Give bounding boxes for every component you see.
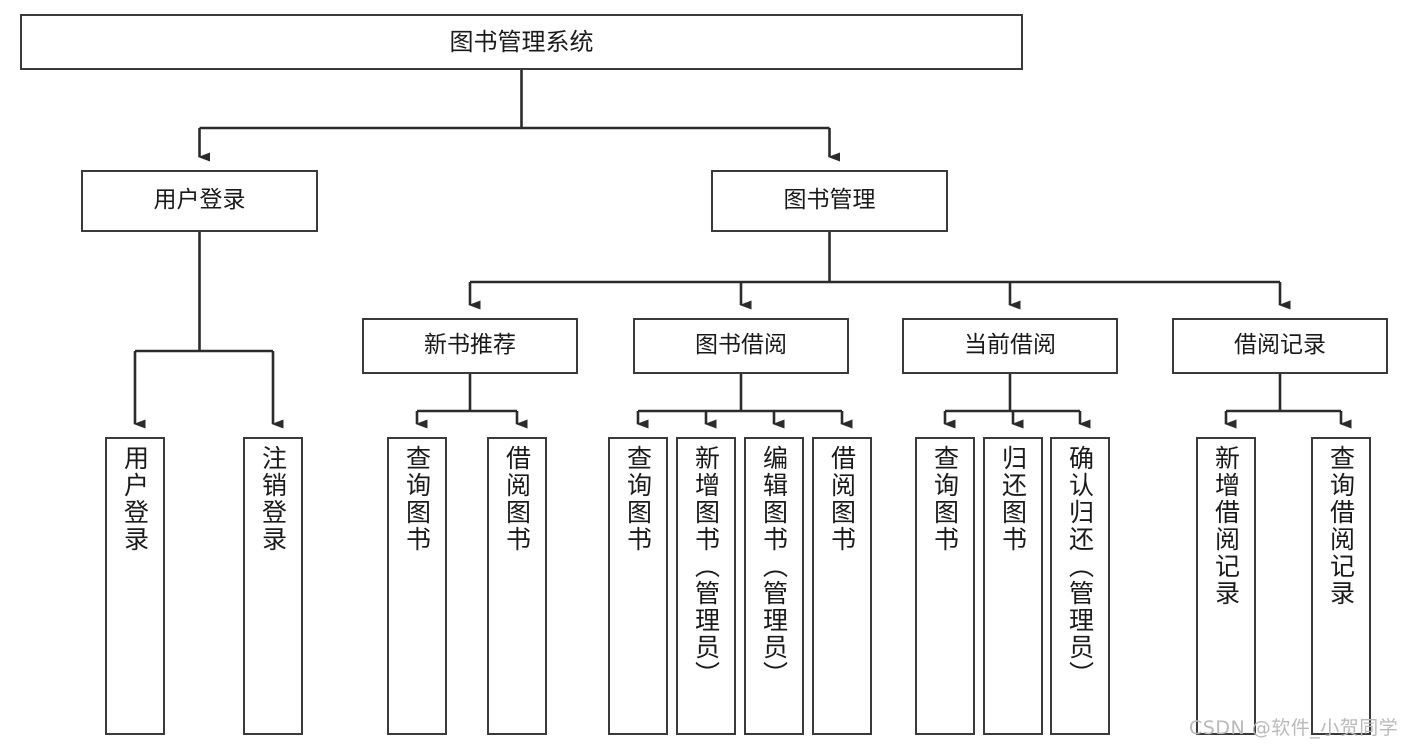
node-leaf-query-book-borrow[interactable]: 查询图书 — [608, 437, 668, 735]
node-label: 借阅图书 — [502, 445, 532, 553]
node-label: 查询借阅记录 — [1326, 445, 1356, 607]
node-book-manage[interactable]: 图书管理 — [711, 170, 948, 232]
node-leaf-confirm-return[interactable]: 确认归还（管理员） — [1050, 437, 1110, 735]
node-leaf-borrow-book-rec[interactable]: 借阅图书 — [487, 437, 547, 735]
node-label: 用户登录 — [120, 445, 150, 553]
node-borrow-record[interactable]: 借阅记录 — [1172, 318, 1388, 374]
node-leaf-borrow-book[interactable]: 借阅图书 — [812, 437, 872, 735]
node-leaf-user-login[interactable]: 用户登录 — [105, 437, 165, 735]
node-leaf-query-book-rec[interactable]: 查询图书 — [387, 437, 447, 735]
node-label: 借阅记录 — [1234, 332, 1326, 359]
node-label: 图书管理 — [783, 187, 876, 214]
node-label: 图书借阅 — [695, 332, 787, 359]
node-label: 归还图书 — [998, 445, 1028, 553]
node-leaf-query-record[interactable]: 查询借阅记录 — [1311, 437, 1371, 735]
watermark-text: CSDN @软件_小贺同学 — [1189, 717, 1399, 739]
node-label: 新书推荐 — [424, 332, 516, 359]
node-label: 新增借阅记录 — [1211, 445, 1241, 607]
node-label: 用户登录 — [153, 187, 246, 214]
node-book-borrow[interactable]: 图书借阅 — [633, 318, 849, 374]
node-leaf-add-record[interactable]: 新增借阅记录 — [1196, 437, 1256, 735]
node-label: 编辑图书（管理员） — [759, 445, 789, 688]
node-label: 确认归还（管理员） — [1065, 445, 1095, 688]
node-leaf-query-book-cur[interactable]: 查询图书 — [915, 437, 975, 735]
node-current-borrow[interactable]: 当前借阅 — [902, 318, 1118, 374]
node-leaf-edit-book[interactable]: 编辑图书（管理员） — [744, 437, 804, 735]
node-user-login[interactable]: 用户登录 — [81, 170, 318, 232]
node-root[interactable]: 图书管理系统 — [20, 14, 1023, 70]
node-label: 查询图书 — [930, 445, 960, 553]
node-label: 借阅图书 — [827, 445, 857, 553]
node-label: 新增图书（管理员） — [691, 445, 721, 688]
node-new-book-recommend[interactable]: 新书推荐 — [362, 318, 578, 374]
node-leaf-logout[interactable]: 注销登录 — [243, 437, 303, 735]
node-label: 查询图书 — [402, 445, 432, 553]
node-label: 注销登录 — [258, 445, 288, 553]
node-label: 查询图书 — [623, 445, 653, 553]
node-label: 图书管理系统 — [449, 27, 594, 56]
node-leaf-add-book[interactable]: 新增图书（管理员） — [676, 437, 736, 735]
node-leaf-return-book[interactable]: 归还图书 — [983, 437, 1043, 735]
node-label: 当前借阅 — [964, 332, 1056, 359]
